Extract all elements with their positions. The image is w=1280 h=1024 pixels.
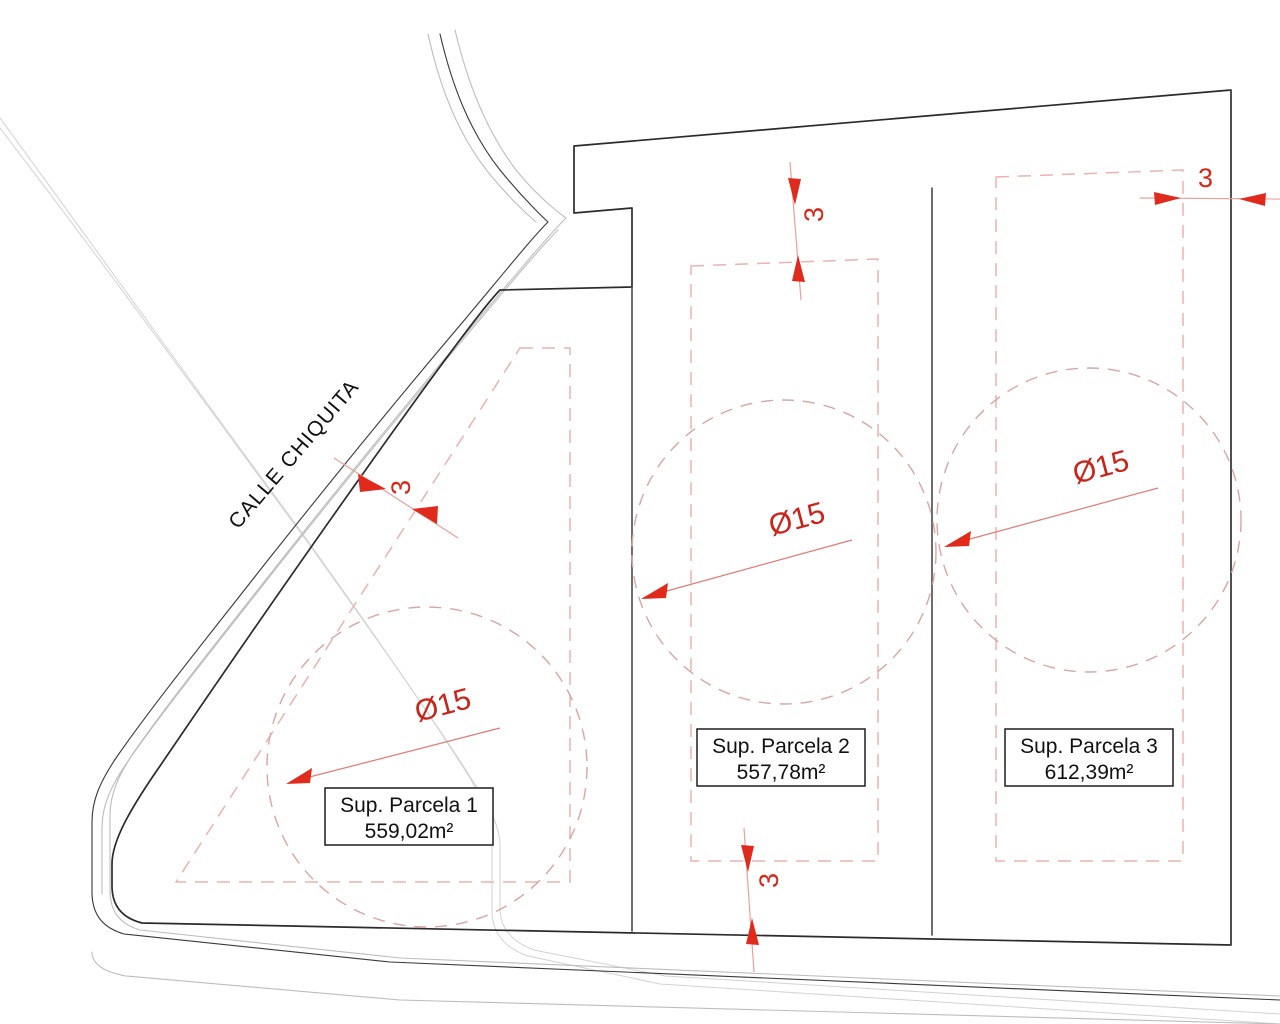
dim-setback-parcel3-right-value: 3: [1198, 163, 1213, 193]
parcela-2-diameter-line: [644, 539, 853, 598]
parcela-2-buildable-circle: [631, 399, 937, 705]
parcela-2-setback-rect: [690, 258, 879, 862]
street-kerb-light-d: [101, 229, 559, 895]
parcela-1-area-label: Sup. Parcela 1 559,02m²: [324, 787, 494, 846]
parcela-1-setback-polygon: [175, 347, 571, 883]
parcela-3-diameter-arrowhead-icon: [944, 531, 971, 547]
dim-setback-parcel1-line: [333, 457, 459, 539]
parcela-3-buildable-circle: [936, 367, 1242, 673]
parcela-2-diameter-arrowhead-icon: [641, 583, 668, 599]
dim-setback-parcel1-value: 3: [386, 480, 416, 495]
street-calle-chiquita: CALLE CHIQUITA: [0, 29, 1280, 1024]
parcela-1-label-box: [324, 787, 494, 846]
parcela-2-label-line1: Sup. Parcela 2: [712, 735, 850, 758]
parcela-1-diameter-arrowhead-icon: [286, 768, 312, 784]
dim-setback-parcel2-bottom-arrowhead-a-icon: [741, 845, 754, 872]
dim-setback-parcel2-top-arrowhead-b-icon: [792, 255, 805, 282]
parcela-3-diameter-label: Ø15: [1069, 444, 1132, 491]
dim-setback-parcel1-arrowhead-b-icon: [412, 506, 438, 524]
parcela-2-group: Ø15 Sup. Parcela 2 557,78m²: [631, 258, 937, 862]
dim-setback-parcel1-street: 3: [333, 457, 459, 539]
parcela-2-area-label: Sup. Parcela 2 557,78m²: [696, 728, 866, 787]
dim-setback-parcel3-right: 3: [1139, 163, 1280, 206]
street-kerb-light-lower-1: [109, 889, 1280, 997]
parcela-3-diameter-line: [947, 487, 1159, 546]
parcela-1-buildable-circle: [266, 606, 588, 928]
parcela-3-label-line1: Sup. Parcela 3: [1020, 735, 1158, 758]
parcela-2-diameter-dimension: Ø15: [641, 496, 853, 599]
parcela-1-label-line1: Sup. Parcela 1: [340, 794, 478, 817]
parcela-3-label-line2: 612,39m²: [1045, 761, 1134, 784]
parcela-3-label-box: [1004, 728, 1174, 787]
street-kerb-outer-left: [0, 117, 1280, 1024]
dim-setback-parcel3-right-arrowhead-a-icon: [1154, 192, 1181, 205]
parcela-1-diameter-label: Ø15: [411, 682, 474, 729]
block-perimeter: [111, 89, 1232, 946]
dim-setback-parcel1-arrowhead-a-icon: [358, 474, 386, 492]
dim-setback-parcel2-bottom: 3: [741, 827, 784, 973]
parcela-2-label-box: [696, 728, 866, 787]
dim-setback-parcel2-bottom-value: 3: [754, 873, 784, 888]
street-kerb-light-a: [427, 33, 537, 223]
dim-setback-parcel3-right-arrowhead-b-icon: [1239, 193, 1266, 206]
parcela-2-diameter-label: Ø15: [765, 496, 828, 543]
street-kerb-light-b: [454, 29, 567, 219]
parcela-3-group: Ø15 Sup. Parcela 3 612,39m²: [936, 169, 1242, 862]
parcela-1-diameter-dimension: Ø15: [286, 682, 501, 784]
parcela-1-label-line2: 559,02m²: [365, 820, 454, 843]
dim-setback-parcel2-top-value: 3: [799, 207, 829, 222]
street-edge-dark-main: [91, 33, 1280, 1001]
parcel-block-outline: [111, 89, 1232, 946]
parcela-3-diameter-dimension: Ø15: [944, 444, 1159, 547]
parcela-3-area-label: Sup. Parcela 3 612,39m²: [1004, 728, 1174, 787]
parcela-1-diameter-line: [289, 727, 501, 783]
parcela-2-label-line2: 557,78m²: [737, 761, 826, 784]
street-kerb-light-lower-2: [91, 951, 1280, 1024]
street-name-label: CALLE CHIQUITA: [224, 375, 364, 533]
street-kerb-outer-left-2: [0, 127, 1280, 1015]
dim-setback-parcel2-top-arrowhead-a-icon: [788, 178, 801, 205]
dim-setback-parcel2-top: 3: [788, 161, 829, 301]
dim-setback-parcel2-bottom-arrowhead-b-icon: [746, 918, 759, 945]
parcela-1-group: Ø15 Sup. Parcela 1 559,02m²: [175, 347, 588, 928]
